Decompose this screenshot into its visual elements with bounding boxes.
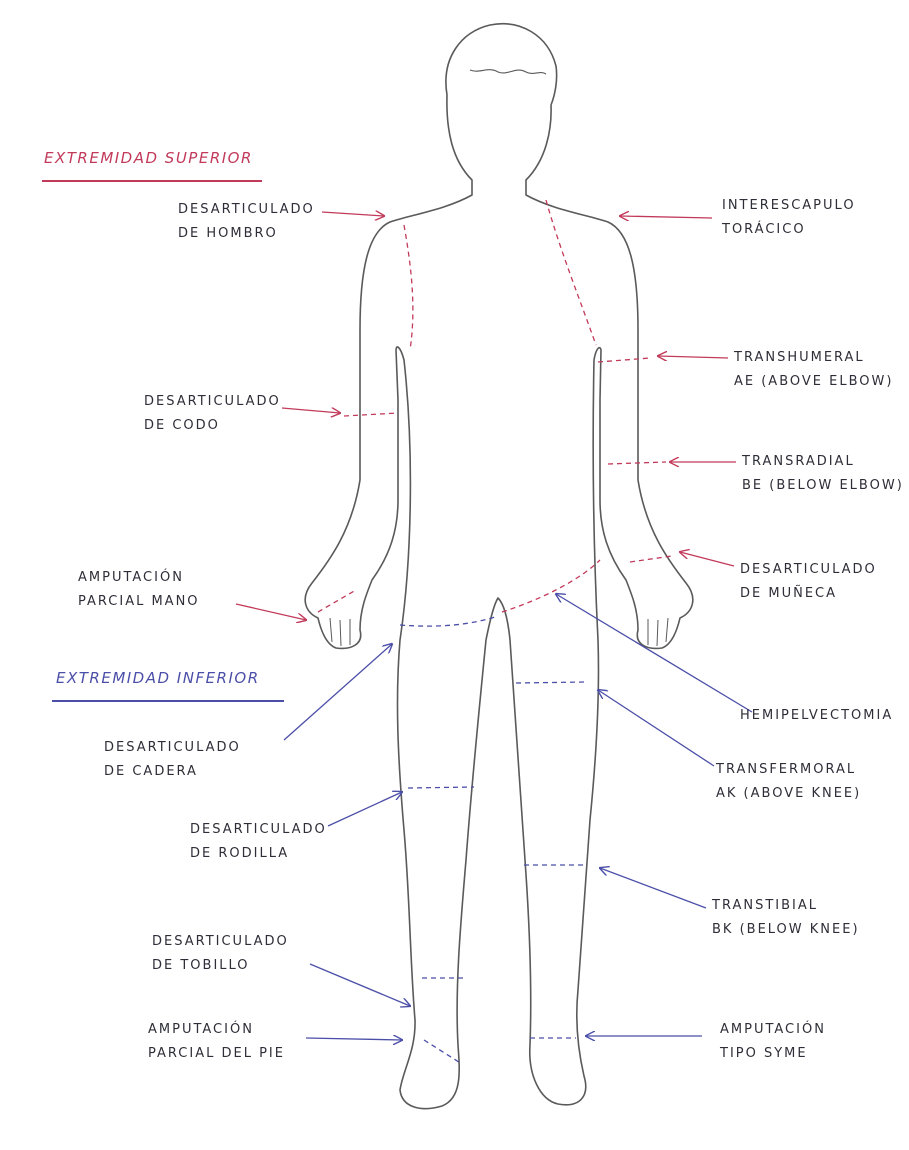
- hemipelvectomy-arrow: [556, 594, 752, 712]
- upper-section-title: EXTREMIDAD SUPERIOR: [44, 146, 253, 170]
- interscapular-label-line2: TORÁCICO: [722, 218, 856, 242]
- syme-label-line2: TIPO SYME: [720, 1042, 826, 1066]
- hip-cut-line: [400, 616, 498, 626]
- transfemoral-label-line2: AK (ABOVE KNEE): [716, 782, 861, 806]
- elbow-cut-line: [344, 413, 398, 416]
- partial-hand-cut-line: [318, 590, 356, 612]
- elbow-label-line2: DE CODO: [144, 414, 281, 438]
- interscapular-label-line1: INTERESCAPULO: [722, 194, 856, 218]
- transradial-cut-line: [608, 462, 666, 464]
- transtibial-arrow: [600, 868, 706, 908]
- hair-outline: [446, 24, 557, 105]
- shoulder-label: DESARTICULADO DE HOMBRO: [178, 198, 315, 246]
- interscapular-label: INTERESCAPULO TORÁCICO: [722, 194, 856, 242]
- transradial-label: TRANSRADIAL BE (BELOW ELBOW): [742, 450, 904, 498]
- lower-cut-lines: [400, 616, 586, 1064]
- partial-foot-label-line2: PARCIAL DEL PIE: [148, 1042, 285, 1066]
- knee-label-line1: DESARTICULADO: [190, 818, 327, 842]
- hair-strands: [470, 70, 546, 74]
- transhumeral-cut-line: [598, 358, 650, 362]
- shoulder-label-line2: DE HOMBRO: [178, 222, 315, 246]
- partial-hand-arrow: [236, 604, 306, 620]
- transhumeral-label: TRANSHUMERAL AE (ABOVE ELBOW): [734, 346, 893, 394]
- wrist-arrow: [680, 552, 734, 566]
- hemipelvectomy-cut-line: [502, 560, 600, 612]
- wrist-cut-line: [630, 556, 672, 562]
- transhumeral-arrow: [658, 356, 728, 358]
- transfemoral-label-line1: TRANSFERMORAL: [716, 758, 861, 782]
- right-hand-fingers: [648, 618, 668, 646]
- left-hand-fingers: [330, 618, 350, 646]
- transtibial-label: TRANSTIBIAL BK (BELOW KNEE): [712, 894, 860, 942]
- upper-title-underline: [42, 180, 262, 182]
- knee-label: DESARTICULADO DE RODILLA: [190, 818, 327, 866]
- shoulder-label-line1: DESARTICULADO: [178, 198, 315, 222]
- syme-label: AMPUTACIÓN TIPO SYME: [720, 1018, 826, 1066]
- interscapular-arrow: [620, 216, 712, 218]
- wrist-label-line2: DE MUÑECA: [740, 582, 877, 606]
- partial-foot-cut-line: [424, 1040, 462, 1064]
- transfemoral-label: TRANSFERMORAL AK (ABOVE KNEE): [716, 758, 861, 806]
- elbow-label: DESARTICULADO DE CODO: [144, 390, 281, 438]
- syme-label-line1: AMPUTACIÓN: [720, 1018, 826, 1042]
- partial-hand-label-line1: AMPUTACIÓN: [78, 566, 200, 590]
- transfemoral-arrow: [598, 690, 714, 766]
- transfemoral-cut-line: [516, 682, 586, 683]
- shoulder-arrow: [322, 212, 384, 216]
- partial-foot-label-line1: AMPUTACIÓN: [148, 1018, 285, 1042]
- elbow-label-line1: DESARTICULADO: [144, 390, 281, 414]
- hip-label-line1: DESARTICULADO: [104, 736, 241, 760]
- lower-arrows: [284, 594, 752, 1040]
- transradial-label-line1: TRANSRADIAL: [742, 450, 904, 474]
- partial-hand-label-line2: PARCIAL MANO: [78, 590, 200, 614]
- lower-section-title: EXTREMIDAD INFERIOR: [56, 666, 260, 690]
- body-outline: [305, 95, 693, 1109]
- knee-cut-line: [408, 787, 474, 788]
- upper-arrows: [236, 212, 736, 620]
- transhumeral-label-line2: AE (ABOVE ELBOW): [734, 370, 893, 394]
- hip-label: DESARTICULADO DE CADERA: [104, 736, 241, 784]
- transtibial-label-line2: BK (BELOW KNEE): [712, 918, 860, 942]
- elbow-arrow: [282, 408, 340, 413]
- ankle-label-line2: DE TOBILLO: [152, 954, 289, 978]
- hip-arrow: [284, 644, 392, 740]
- transtibial-label-line1: TRANSTIBIAL: [712, 894, 860, 918]
- hemipelvectomy-label: HEMIPELVECTOMIA: [740, 704, 893, 728]
- ankle-label: DESARTICULADO DE TOBILLO: [152, 930, 289, 978]
- ankle-arrow: [310, 964, 410, 1006]
- hip-label-line2: DE CADERA: [104, 760, 241, 784]
- wrist-label-line1: DESARTICULADO: [740, 558, 877, 582]
- knee-arrow: [328, 792, 402, 826]
- ankle-label-line1: DESARTICULADO: [152, 930, 289, 954]
- partial-foot-label: AMPUTACIÓN PARCIAL DEL PIE: [148, 1018, 285, 1066]
- partial-hand-label: AMPUTACIÓN PARCIAL MANO: [78, 566, 200, 614]
- knee-label-line2: DE RODILLA: [190, 842, 327, 866]
- interscapular-cut-line: [546, 200, 596, 345]
- partial-foot-arrow: [306, 1038, 402, 1040]
- lower-title-underline: [52, 700, 284, 702]
- upper-cut-lines: [318, 200, 672, 612]
- transradial-label-line2: BE (BELOW ELBOW): [742, 474, 904, 498]
- wrist-label: DESARTICULADO DE MUÑECA: [740, 558, 877, 606]
- shoulder-cut-line: [404, 225, 413, 350]
- transhumeral-label-line1: TRANSHUMERAL: [734, 346, 893, 370]
